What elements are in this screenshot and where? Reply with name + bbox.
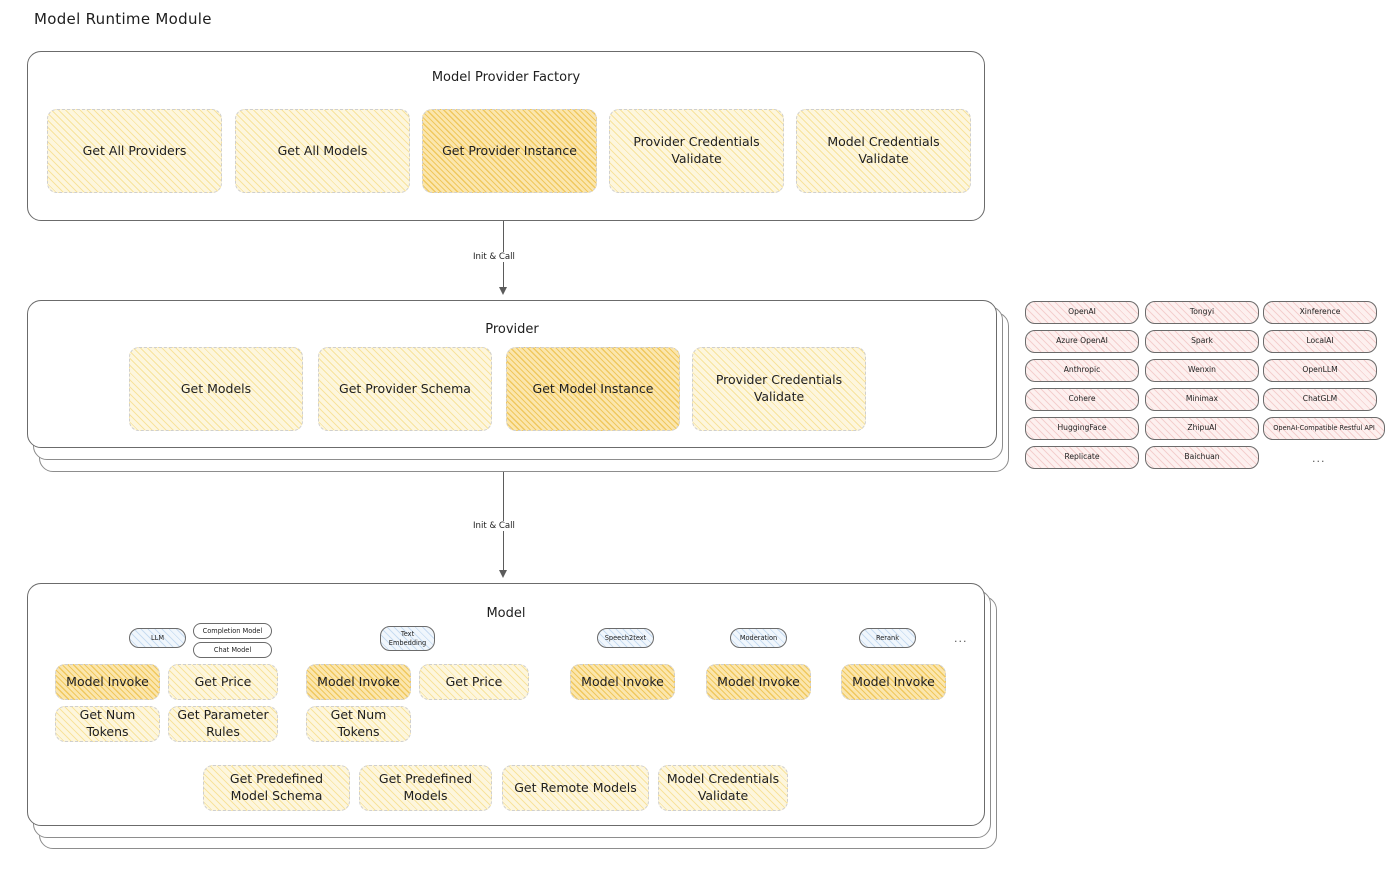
model-type-llm[interactable]: LLM [129,628,186,648]
provider-method-get-provider-schema[interactable]: Get Provider Schema [318,347,492,431]
model-common-method-model-credentials-validate[interactable]: Model Credentials Validate [658,765,788,811]
connector-line [503,221,504,290]
page-title: Model Runtime Module [34,10,212,28]
connector-factory-to-provider: Init & Call [470,221,590,301]
factory-method-provider-credentials-validate[interactable]: Provider Credentials Validate [609,109,784,193]
provider-tag-replicate[interactable]: Replicate [1025,446,1139,469]
provider-tag-azure-openai[interactable]: Azure OpenAI [1025,330,1139,353]
provider-list-more: ... [1312,452,1326,465]
connector-provider-to-model: Init & Call [470,472,590,582]
model-subtype-chat-model[interactable]: Chat Model [193,642,272,658]
model-provider-factory-title: Model Provider Factory [431,70,581,85]
provider-tag-spark[interactable]: Spark [1145,330,1259,353]
provider-tag-tongyi[interactable]: Tongyi [1145,301,1259,324]
text-embedding-method-get-num-tokens[interactable]: Get Num Tokens [306,706,411,742]
model-type-moderation[interactable]: Moderation [730,628,787,648]
provider-tag-localai[interactable]: LocalAI [1263,330,1377,353]
text-embedding-method-get-price[interactable]: Get Price [419,664,529,700]
model-common-method-get-predefined-models[interactable]: Get Predefined Models [359,765,492,811]
arrow-head-icon [498,570,507,578]
model-panel: Model LLM Completion Model Chat Model Mo… [27,583,985,826]
provider-panel: Provider Get Models Get Provider Schema … [27,300,997,448]
model-subtype-completion-model[interactable]: Completion Model [193,623,272,639]
provider-method-get-models[interactable]: Get Models [129,347,303,431]
llm-method-get-num-tokens[interactable]: Get Num Tokens [55,706,160,742]
provider-tag-zhipuai[interactable]: ZhipuAI [1145,417,1259,440]
model-types-more: ... [954,632,968,645]
provider-tag-minimax[interactable]: Minimax [1145,388,1259,411]
provider-tag-anthropic[interactable]: Anthropic [1025,359,1139,382]
provider-tag-openllm[interactable]: OpenLLM [1263,359,1377,382]
model-common-method-get-remote-models[interactable]: Get Remote Models [502,765,649,811]
provider-method-get-model-instance[interactable]: Get Model Instance [506,347,680,431]
provider-tag-openai-compatible-restful-api[interactable]: OpenAI-Compatible Restful API [1263,417,1385,440]
provider-tag-cohere[interactable]: Cohere [1025,388,1139,411]
factory-method-model-credentials-validate[interactable]: Model Credentials Validate [796,109,971,193]
factory-method-get-provider-instance[interactable]: Get Provider Instance [422,109,597,193]
provider-method-provider-credentials-validate[interactable]: Provider Credentials Validate [692,347,866,431]
provider-tag-openai[interactable]: OpenAI [1025,301,1139,324]
provider-tag-chatglm[interactable]: ChatGLM [1263,388,1377,411]
model-type-speech2text[interactable]: Speech2text [597,628,654,648]
arrow-head-icon [498,287,507,295]
llm-method-get-parameter-rules[interactable]: Get Parameter Rules [168,706,278,742]
provider-tag-xinference[interactable]: Xinference [1263,301,1377,324]
factory-method-get-all-providers[interactable]: Get All Providers [47,109,222,193]
provider-tag-baichuan[interactable]: Baichuan [1145,446,1259,469]
provider-title: Provider [485,322,539,337]
llm-method-model-invoke[interactable]: Model Invoke [55,664,160,700]
model-provider-factory-panel: Model Provider Factory Get All Providers… [27,51,985,221]
model-type-rerank[interactable]: Rerank [859,628,916,648]
model-common-method-get-predefined-model-schema[interactable]: Get Predefined Model Schema [203,765,350,811]
rerank-method-model-invoke[interactable]: Model Invoke [841,664,946,700]
connector-label: Init & Call [470,521,518,531]
llm-method-get-price[interactable]: Get Price [168,664,278,700]
connector-label: Init & Call [470,252,518,262]
model-type-text-embedding[interactable]: Text Embedding [380,626,435,651]
provider-tag-huggingface[interactable]: HuggingFace [1025,417,1139,440]
speech2text-method-model-invoke[interactable]: Model Invoke [570,664,675,700]
connector-line [503,472,504,573]
moderation-method-model-invoke[interactable]: Model Invoke [706,664,811,700]
model-title: Model [486,606,526,621]
factory-method-get-all-models[interactable]: Get All Models [235,109,410,193]
provider-tag-wenxin[interactable]: Wenxin [1145,359,1259,382]
text-embedding-method-model-invoke[interactable]: Model Invoke [306,664,411,700]
